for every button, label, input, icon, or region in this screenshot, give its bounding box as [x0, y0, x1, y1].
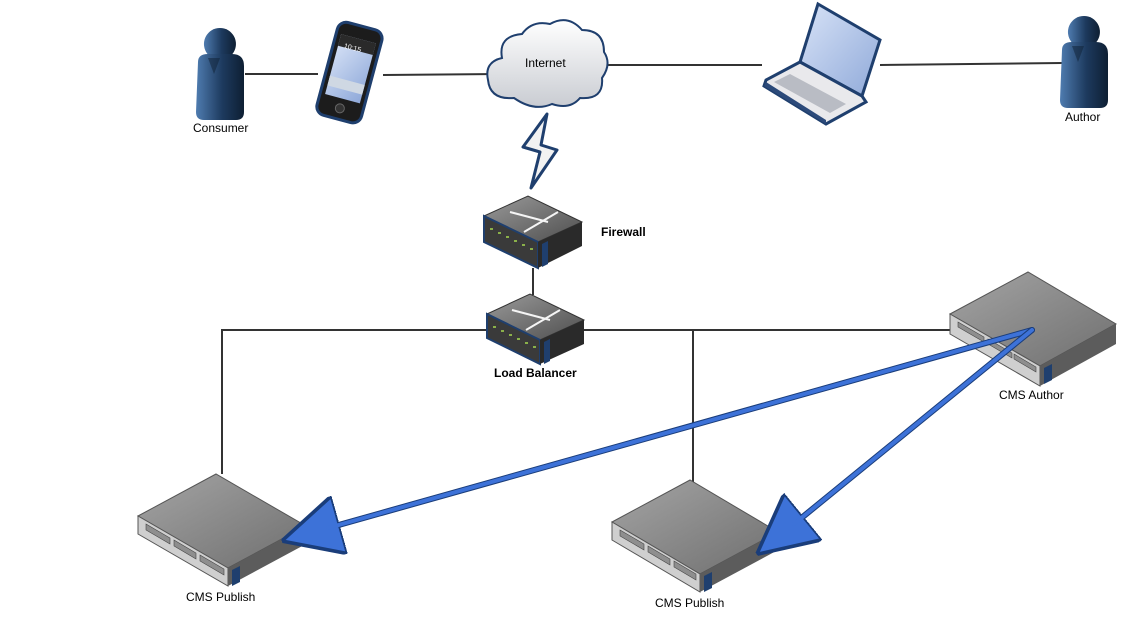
load-balancer-label: Load Balancer — [494, 366, 577, 380]
laptop-icon — [762, 1, 882, 126]
internet-cloud-icon — [486, 19, 609, 108]
loadbalancer-to-publish-mid-link — [578, 329, 694, 482]
cms-publish-left-label: CMS Publish — [186, 590, 256, 604]
smartphone-icon — [315, 20, 384, 125]
lightning-bolt-icon — [521, 112, 559, 190]
cms-publish-mid-server-icon — [610, 479, 780, 593]
cms-author-server-icon — [948, 271, 1118, 387]
firewall-label: Firewall — [601, 225, 646, 239]
connections — [221, 62, 1063, 482]
cms-publish-mid-label: CMS Publish — [655, 596, 725, 610]
author-label: Author — [1065, 110, 1101, 124]
load-balancer-switch-icon — [485, 293, 586, 366]
loadbalancer-to-publish-left-link — [221, 329, 490, 474]
cms-publish-left-server-icon — [136, 473, 308, 587]
phone-time-text: 10:15 — [343, 43, 362, 54]
consumer-person-icon — [196, 28, 244, 120]
internet-label: Internet — [525, 56, 566, 70]
phone-to-internet-link — [382, 73, 501, 76]
author-person-icon — [1060, 16, 1108, 108]
firewall-switch-icon — [482, 195, 584, 270]
cms-author-label: CMS Author — [999, 388, 1064, 402]
consumer-label: Consumer — [193, 121, 249, 135]
replication-arrows — [328, 327, 1035, 528]
laptop-to-author-link — [879, 62, 1063, 66]
